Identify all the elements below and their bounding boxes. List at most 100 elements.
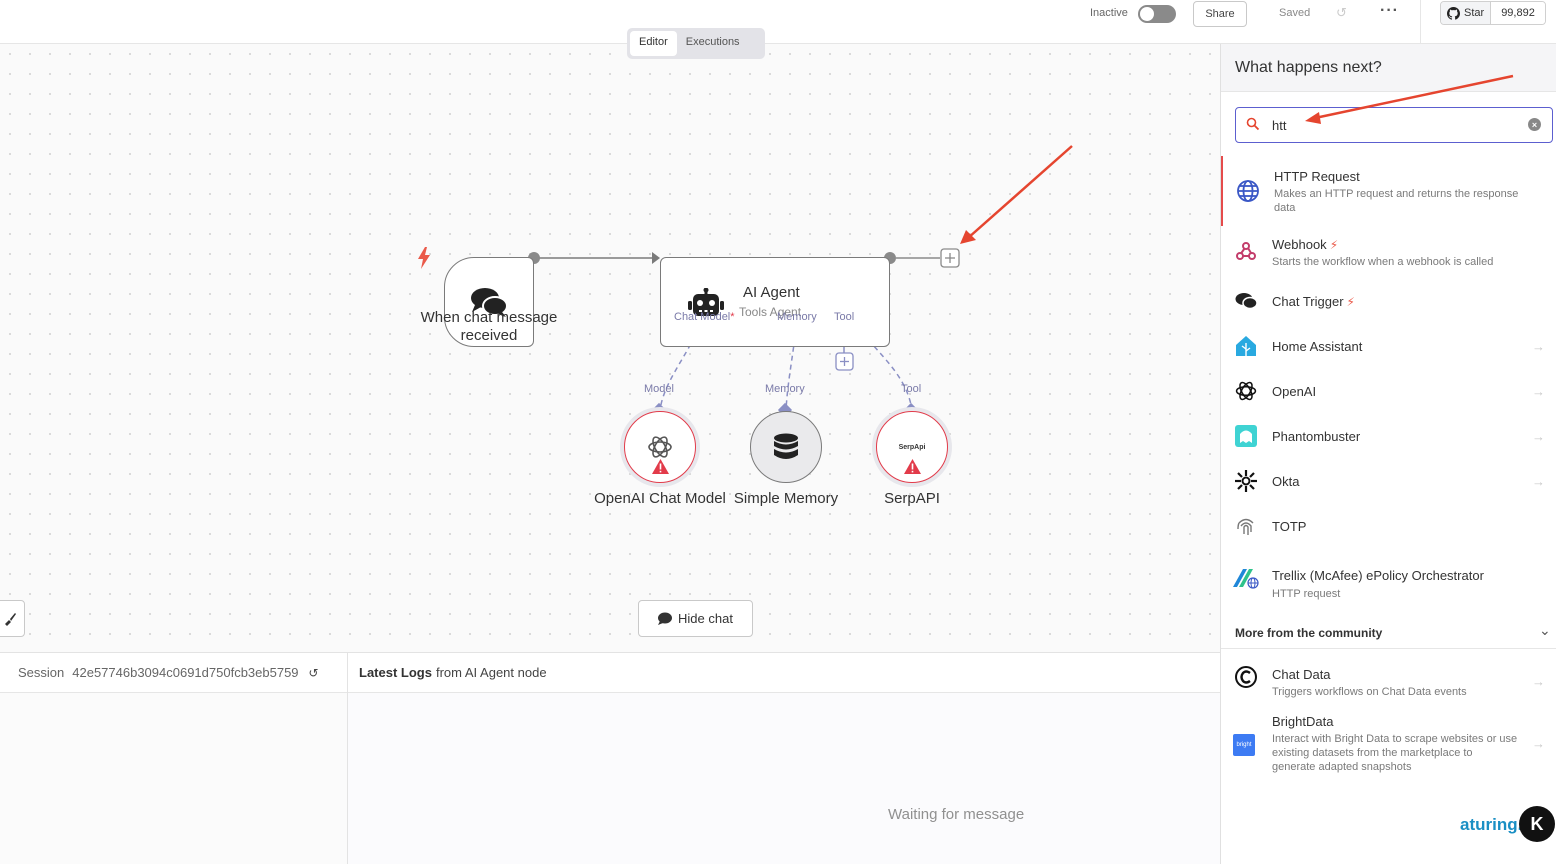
node-item-chat-trigger[interactable]: Chat Trigger⚡︎ <box>1221 284 1556 320</box>
node-item-okta[interactable]: Okta → <box>1221 464 1556 500</box>
database-icon <box>774 433 798 459</box>
toggle-knob <box>1140 7 1154 21</box>
search-icon <box>1246 117 1260 131</box>
share-button[interactable]: Share <box>1193 1 1247 27</box>
node-item-http-request[interactable]: HTTP Request Makes an HTTP request and r… <box>1221 156 1556 226</box>
session-label: Session <box>18 665 65 680</box>
webhook-icon <box>1233 238 1259 264</box>
openai-icon <box>648 436 672 458</box>
tab-executions[interactable]: Executions <box>685 36 740 48</box>
arrow-right-icon: → <box>1532 339 1545 354</box>
community-section-title[interactable]: More from the community <box>1235 626 1383 640</box>
agent-node-subtitle: Tools Agent <box>739 305 802 319</box>
chat-icon <box>658 612 673 625</box>
watermark-text: aturing.ai <box>1460 815 1537 834</box>
globe-icon <box>1235 178 1261 204</box>
more-options-icon[interactable]: ··· <box>1380 2 1399 19</box>
session-id: 42e57746b3094c0691d750fcb3eb5759 <box>72 665 299 680</box>
node-item-home-assistant[interactable]: Home Assistant → <box>1221 329 1556 365</box>
phantombuster-icon <box>1233 423 1259 449</box>
workflow-canvas[interactable]: Editor Executions <box>0 28 1220 652</box>
serpapi-label: SerpAPI <box>884 490 940 507</box>
panel-title: What happens next? <box>1235 59 1382 76</box>
chat-trigger-node[interactable] <box>444 257 534 347</box>
canvas-tool-button[interactable] <box>0 600 25 637</box>
clear-search-icon[interactable]: × <box>1528 118 1541 131</box>
github-icon <box>1447 6 1460 20</box>
active-toggle[interactable] <box>1138 5 1176 23</box>
node-search-box[interactable]: × <box>1235 107 1553 143</box>
connection-arrowhead <box>652 252 660 264</box>
model-input-label: Model <box>644 383 674 395</box>
memory-input-label: Memory <box>765 383 805 395</box>
home-assistant-icon <box>1233 333 1259 359</box>
tool-connection <box>843 301 913 411</box>
robot-icon <box>688 288 724 316</box>
brush-icon <box>4 612 16 626</box>
node-item-trellix[interactable]: Trellix (McAfee) ePolicy Orchestrator HT… <box>1221 554 1556 600</box>
logs-title-bold: Latest Logs <box>359 665 432 680</box>
node-creator-panel: What happens next? × HTTP Request Makes … <box>1220 44 1556 864</box>
arrow-right-icon: → <box>1532 474 1545 489</box>
simple-memory-node[interactable] <box>750 411 822 483</box>
view-tabs: Editor Executions <box>627 28 765 59</box>
warning-icon <box>652 459 669 474</box>
tab-editor[interactable]: Editor <box>630 31 677 56</box>
panel-header: What happens next? <box>1221 44 1556 92</box>
saved-status: Saved <box>1279 7 1311 19</box>
top-bar: Inactive Share Saved ↺ ··· Star 99,892 <box>0 0 1556 44</box>
logs-title-rest: from AI Agent node <box>435 665 547 680</box>
waiting-message: Waiting for message <box>888 806 1025 823</box>
openai-chat-model-node[interactable] <box>624 411 696 483</box>
search-input[interactable] <box>1272 116 1522 134</box>
serpapi-icon: SerpApi <box>898 443 926 451</box>
simple-memory-label: Simple Memory <box>733 490 839 507</box>
arrow-right-icon: → <box>1532 429 1545 444</box>
memory-port-label: Memory <box>777 311 817 323</box>
serpapi-node[interactable]: SerpApi <box>876 411 948 483</box>
github-star[interactable]: Star <box>1441 2 1492 24</box>
arrow-right-icon: → <box>1532 736 1545 751</box>
node-item-name: Trellix (McAfee) ePolicy Orchestrator <box>1272 568 1484 583</box>
chat-bubbles-icon <box>471 288 508 317</box>
panel-divider[interactable] <box>347 653 348 864</box>
chevron-down-icon[interactable]: ⌄ <box>1539 622 1551 638</box>
annotation-arrow-search <box>1314 74 1514 120</box>
node-item-name: TOTP <box>1272 519 1307 534</box>
chat-model-port-label: Chat Model* <box>674 311 735 323</box>
node-item-webhook[interactable]: Webhook⚡︎ Starts the workflow when a web… <box>1221 228 1556 274</box>
okta-icon <box>1233 468 1259 494</box>
annotation-arrowhead-canvas <box>960 230 976 244</box>
node-item-totp[interactable]: TOTP <box>1221 509 1556 545</box>
node-item-name: Webhook⚡︎ <box>1272 237 1339 252</box>
chat-data-icon <box>1233 664 1259 690</box>
trigger-bolt-icon <box>418 247 430 269</box>
github-star-label: Star <box>1464 7 1485 19</box>
chat-logs-panel: Session 42e57746b3094c0691d750fcb3eb5759… <box>0 652 1220 864</box>
node-item-name: Chat Data <box>1272 667 1331 682</box>
logs-header: Latest Logs from AI Agent node <box>348 653 1220 693</box>
connections-layer <box>528 145 1073 418</box>
logs-area <box>348 693 1220 864</box>
node-item-name: Home Assistant <box>1272 339 1363 354</box>
annotation-arrowhead-search <box>1305 112 1321 124</box>
ai-agent-node[interactable]: AI Agent Tools Agent <box>660 257 890 347</box>
node-item-chat-data[interactable]: Chat Data Triggers workflows on Chat Dat… <box>1221 656 1556 702</box>
tool-input-label: Tool <box>901 383 922 395</box>
history-icon[interactable]: ↺ <box>1336 5 1347 20</box>
trigger-bolt-icon: ⚡︎ <box>1346 295 1355 309</box>
chat-icon <box>1233 288 1259 314</box>
hide-chat-button[interactable]: Hide chat <box>638 600 753 637</box>
node-item-name: Phantombuster <box>1272 429 1361 444</box>
chat-messages-area <box>0 693 347 864</box>
openai-icon <box>1233 378 1259 404</box>
github-star-button[interactable]: Star 99,892 <box>1440 1 1546 25</box>
workflow-status-label: Inactive <box>1090 7 1128 19</box>
node-item-phantombuster[interactable]: Phantombuster → <box>1221 419 1556 455</box>
node-item-brightdata[interactable]: bright BrightData Interact with Bright D… <box>1221 710 1556 780</box>
node-item-openai[interactable]: OpenAI → <box>1221 374 1556 410</box>
reset-session-icon[interactable]: ↺ <box>308 665 319 680</box>
community-divider <box>1221 648 1556 649</box>
node-item-name: OpenAI <box>1272 384 1317 399</box>
session-bar: Session 42e57746b3094c0691d750fcb3eb5759… <box>0 653 347 693</box>
